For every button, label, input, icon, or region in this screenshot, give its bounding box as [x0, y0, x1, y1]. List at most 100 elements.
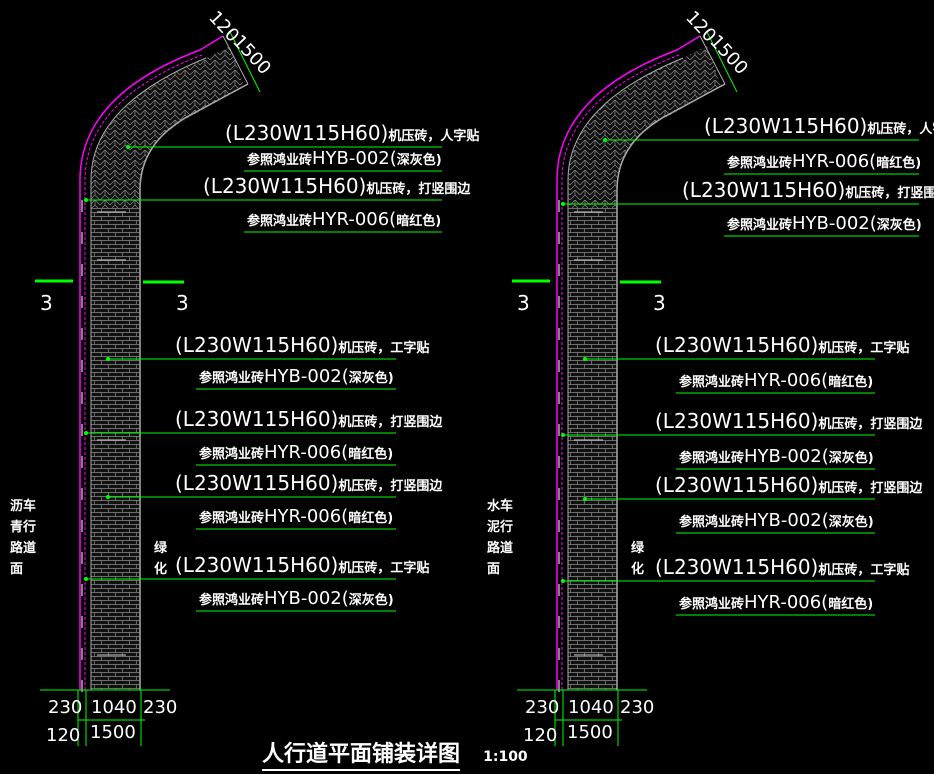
- annotation-reference: 参照鸿业砖HYB-002(深灰色): [679, 510, 874, 531]
- annotation-leader-dot: [126, 145, 130, 149]
- annotation-spec-part: 机压砖，工字贴: [338, 340, 429, 356]
- greenery-label: 绿: [631, 540, 645, 556]
- annotation-reference: 参照鸿业砖HYB-002(深灰色): [247, 148, 442, 169]
- annotation-reference-part: HYR-006(: [264, 506, 348, 527]
- annotation-spec-part: 机压砖，工字贴: [338, 560, 429, 576]
- drawing-title-block: 人行道平面铺装详图 1:100: [262, 736, 528, 771]
- annotation-spec-part: (L230W115H60): [655, 333, 818, 357]
- annotation-spec: (L230W115H60)机压砖，打竖围边: [203, 174, 471, 198]
- annotation-spec-part: (L230W115H60): [175, 553, 338, 577]
- annotation-reference-part: 参照鸿业砖: [199, 592, 264, 608]
- road-surface-label: 水车: [487, 498, 513, 514]
- section-mark-left-label: 3: [517, 291, 530, 315]
- annotation-spec: (L230W115H60)机压砖，打竖围边: [655, 409, 923, 433]
- annotation-reference-part: 参照鸿业砖: [727, 217, 792, 233]
- annotation-leader-dot: [561, 579, 565, 583]
- annotation-reference-part: 参照鸿业砖: [679, 450, 744, 466]
- annotation-reference-part: 参照鸿业砖: [247, 213, 312, 229]
- annotation-spec-part: (L230W115H60): [655, 473, 818, 497]
- annotation-spec-part: 机压砖，打竖围边: [818, 416, 923, 432]
- road-surface-label: 泥行: [487, 519, 513, 535]
- paving-outer-edge: [567, 57, 684, 690]
- bottom-dim-left-curb: 230: [48, 697, 82, 718]
- annotation-spec-part: 机压砖，工字贴: [818, 562, 909, 578]
- annotation-spec: (L230W115H60)机压砖，打竖围边: [175, 471, 443, 495]
- annotation-leader-dot: [84, 577, 88, 581]
- herringbone-paving: [91, 46, 244, 208]
- annotation-reference: 参照鸿业砖HYB-002(深灰色): [679, 446, 874, 467]
- annotation-leader-dot: [561, 202, 565, 206]
- annotation-spec: (L230W115H60)机压砖，工字贴: [655, 333, 909, 357]
- inner-edge-line: [616, 83, 726, 690]
- outer-curb-line: [556, 35, 701, 690]
- annotation-reference-part: HYB-002(: [312, 148, 397, 169]
- annotation-spec: (L230W115H60)机压砖，打竖围边: [175, 407, 443, 431]
- annotation-spec-part: (L230W115H60): [175, 407, 338, 431]
- bottom-dim-center: 1040: [91, 697, 137, 718]
- bottom-dim-left-curb: 230: [525, 697, 559, 718]
- annotation-reference: 参照鸿业砖HYR-006(暗红色): [679, 370, 873, 391]
- bottom-dim-curb: 120: [523, 725, 557, 746]
- annotation-leader-dot: [561, 433, 565, 437]
- greenery-label: 化: [631, 561, 644, 577]
- outer-curb-edge: [84, 54, 203, 690]
- annotation-reference-part: HYR-006(: [744, 370, 828, 391]
- annotation-spec-part: 机压砖，打竖围边: [366, 181, 471, 197]
- annotation-leader-dot: [583, 357, 587, 361]
- drawing-scale: 1:100: [483, 749, 528, 765]
- annotation-reference-part: 深灰色): [877, 217, 922, 233]
- annotation-reference: 参照鸿业砖HYB-002(深灰色): [199, 588, 394, 609]
- annotation-reference-part: HYR-006(: [264, 442, 348, 463]
- annotation-spec: (L230W115H60)机压砖，人字贴: [704, 114, 934, 138]
- road-surface-label: 青行: [10, 519, 36, 535]
- annotation-reference-part: 暗红色): [828, 596, 873, 612]
- annotation-leader-dot: [106, 495, 110, 499]
- annotation-reference-part: HYB-002(: [792, 213, 877, 234]
- annotation-reference: 参照鸿业砖HYR-006(暗红色): [199, 442, 393, 463]
- annotation-spec-part: 机压砖，工字贴: [818, 340, 909, 356]
- road-surface-label: 面: [10, 562, 23, 577]
- annotation-spec-part: (L230W115H60): [175, 471, 338, 495]
- annotation-spec: (L230W115H60)机压砖，人字贴: [225, 121, 479, 145]
- annotation-reference-part: 暗红色): [828, 374, 873, 390]
- annotation-reference-part: 参照鸿业砖: [247, 152, 312, 168]
- annotation-reference-part: 参照鸿业砖: [679, 596, 744, 612]
- bottom-dim-right-curb: 230: [620, 697, 654, 718]
- annotation-reference-part: 暗红色): [396, 213, 441, 229]
- annotation-reference-part: HYB-002(: [264, 588, 349, 609]
- annotation-spec-part: 机压砖，打竖围边: [338, 478, 443, 494]
- annotation-reference-part: HYR-006(: [312, 209, 396, 230]
- annotation-spec-part: 机压砖，人字贴: [388, 128, 479, 144]
- annotation-reference: 参照鸿业砖HYB-002(深灰色): [199, 366, 394, 387]
- annotation-spec: (L230W115H60)机压砖，打竖围边: [682, 178, 934, 202]
- annotation-spec-part: 机压砖，打竖围边: [845, 185, 934, 201]
- annotation-reference-part: HYR-006(: [744, 592, 828, 613]
- annotation-reference-part: 参照鸿业砖: [679, 374, 744, 390]
- annotation-reference-part: 深灰色): [349, 592, 394, 608]
- annotation-spec-part: (L230W115H60): [225, 121, 388, 145]
- annotation-leader-dot: [84, 431, 88, 435]
- section-mark-right-label: 3: [176, 291, 189, 315]
- annotation-spec-part: (L230W115H60): [655, 555, 818, 579]
- running-bond-paving: [91, 208, 140, 690]
- annotation-spec-part: 机压砖，打竖围边: [338, 414, 443, 430]
- annotation-reference: 参照鸿业砖HYR-006(暗红色): [727, 151, 921, 172]
- top-dimension-line: [229, 31, 261, 93]
- greenery-label: 化: [154, 561, 167, 577]
- annotation-spec: (L230W115H60)机压砖，打竖围边: [655, 473, 923, 497]
- bottom-dim-right-curb: 230: [143, 697, 177, 718]
- annotation-reference-part: HYB-002(: [744, 446, 829, 467]
- herringbone-paving: [568, 46, 721, 208]
- annotation-reference-part: HYR-006(: [792, 151, 876, 172]
- road-surface-label: 路道: [10, 540, 36, 556]
- top-end-line: [699, 35, 726, 85]
- annotation-reference: 参照鸿业砖HYB-002(深灰色): [727, 213, 922, 234]
- annotation-spec: (L230W115H60)机压砖，工字贴: [655, 555, 909, 579]
- road-surface-label: 沥车: [10, 498, 36, 514]
- annotation-reference: 参照鸿业砖HYR-006(暗红色): [679, 592, 873, 613]
- annotation-spec-part: (L230W115H60): [203, 174, 366, 198]
- annotation-reference-part: 暗红色): [348, 510, 393, 526]
- outer-curb-edge: [561, 54, 680, 690]
